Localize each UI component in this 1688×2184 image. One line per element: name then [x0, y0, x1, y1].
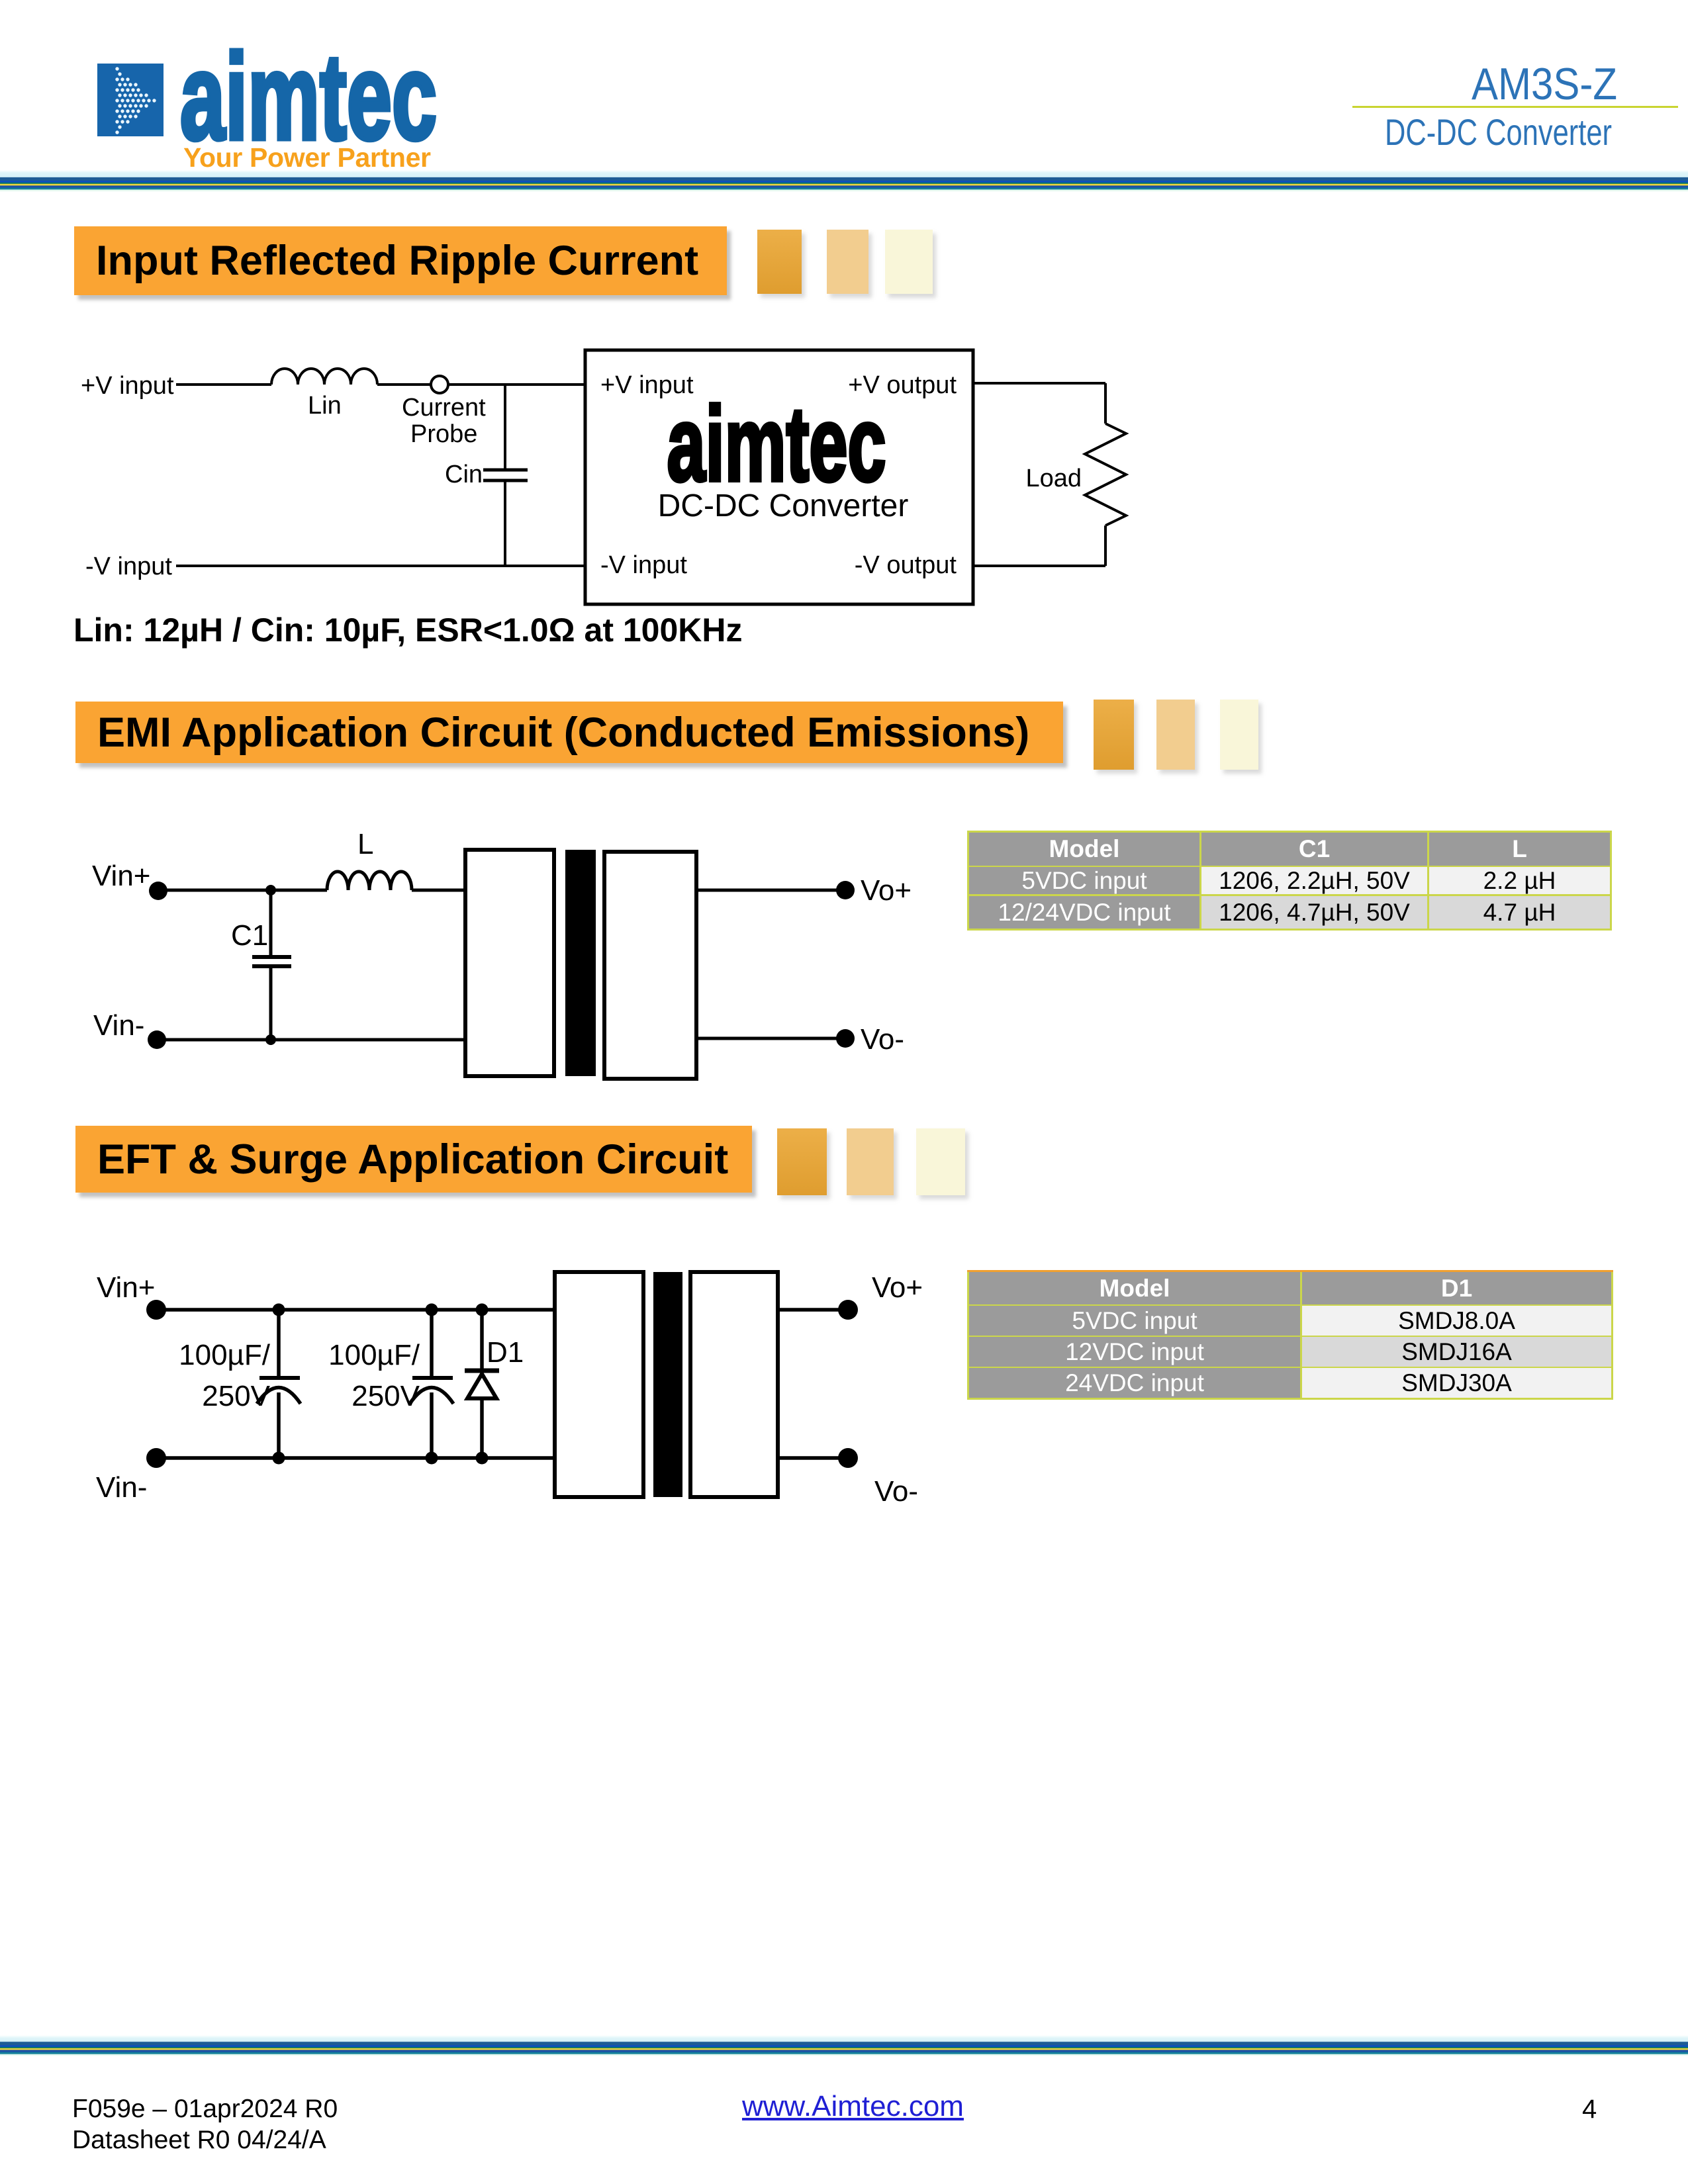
svg-text:aimtec: aimtec — [180, 29, 437, 165]
svg-text:AM3S-Z: AM3S-Z — [1472, 59, 1617, 109]
svg-text:+V input: +V input — [600, 371, 694, 399]
svg-text:Vo-: Vo- — [861, 1023, 904, 1056]
svg-text:100µF/: 100µF/ — [328, 1339, 420, 1371]
svg-text:Current: Current — [402, 394, 486, 422]
svg-text:Vin+: Vin+ — [92, 860, 151, 892]
svg-text:-V output: -V output — [855, 551, 957, 579]
svg-text:L: L — [357, 828, 373, 860]
svg-text:250V: 250V — [352, 1380, 420, 1412]
svg-text:+V input: +V input — [81, 372, 174, 400]
svg-text:Vo+: Vo+ — [872, 1271, 923, 1304]
svg-text:DC-DC Converter: DC-DC Converter — [658, 488, 909, 523]
svg-text:aimtec: aimtec — [667, 385, 886, 503]
svg-text:Vin-: Vin- — [96, 1471, 147, 1504]
svg-text:-V input: -V input — [85, 553, 172, 580]
svg-text:Your Power Partner: Your Power Partner — [183, 142, 431, 173]
svg-text:250V: 250V — [202, 1380, 270, 1412]
svg-text:Vin-: Vin- — [93, 1009, 144, 1042]
svg-text:C1: C1 — [231, 919, 268, 952]
svg-text:100µF/: 100µF/ — [179, 1339, 271, 1371]
svg-text:Load: Load — [1025, 465, 1082, 492]
svg-text:DC-DC Converter: DC-DC Converter — [1385, 111, 1612, 153]
svg-text:D1: D1 — [487, 1336, 524, 1369]
svg-text:Lin: Lin — [308, 392, 342, 420]
svg-text:Vo-: Vo- — [874, 1475, 918, 1508]
svg-text:Probe: Probe — [410, 420, 477, 448]
svg-text:Cin: Cin — [445, 461, 483, 488]
svg-text:+V output: +V output — [848, 371, 957, 399]
svg-text:-V input: -V input — [600, 551, 687, 579]
svg-text:Vo+: Vo+ — [861, 874, 912, 907]
svg-text:Vin+: Vin+ — [97, 1271, 156, 1304]
